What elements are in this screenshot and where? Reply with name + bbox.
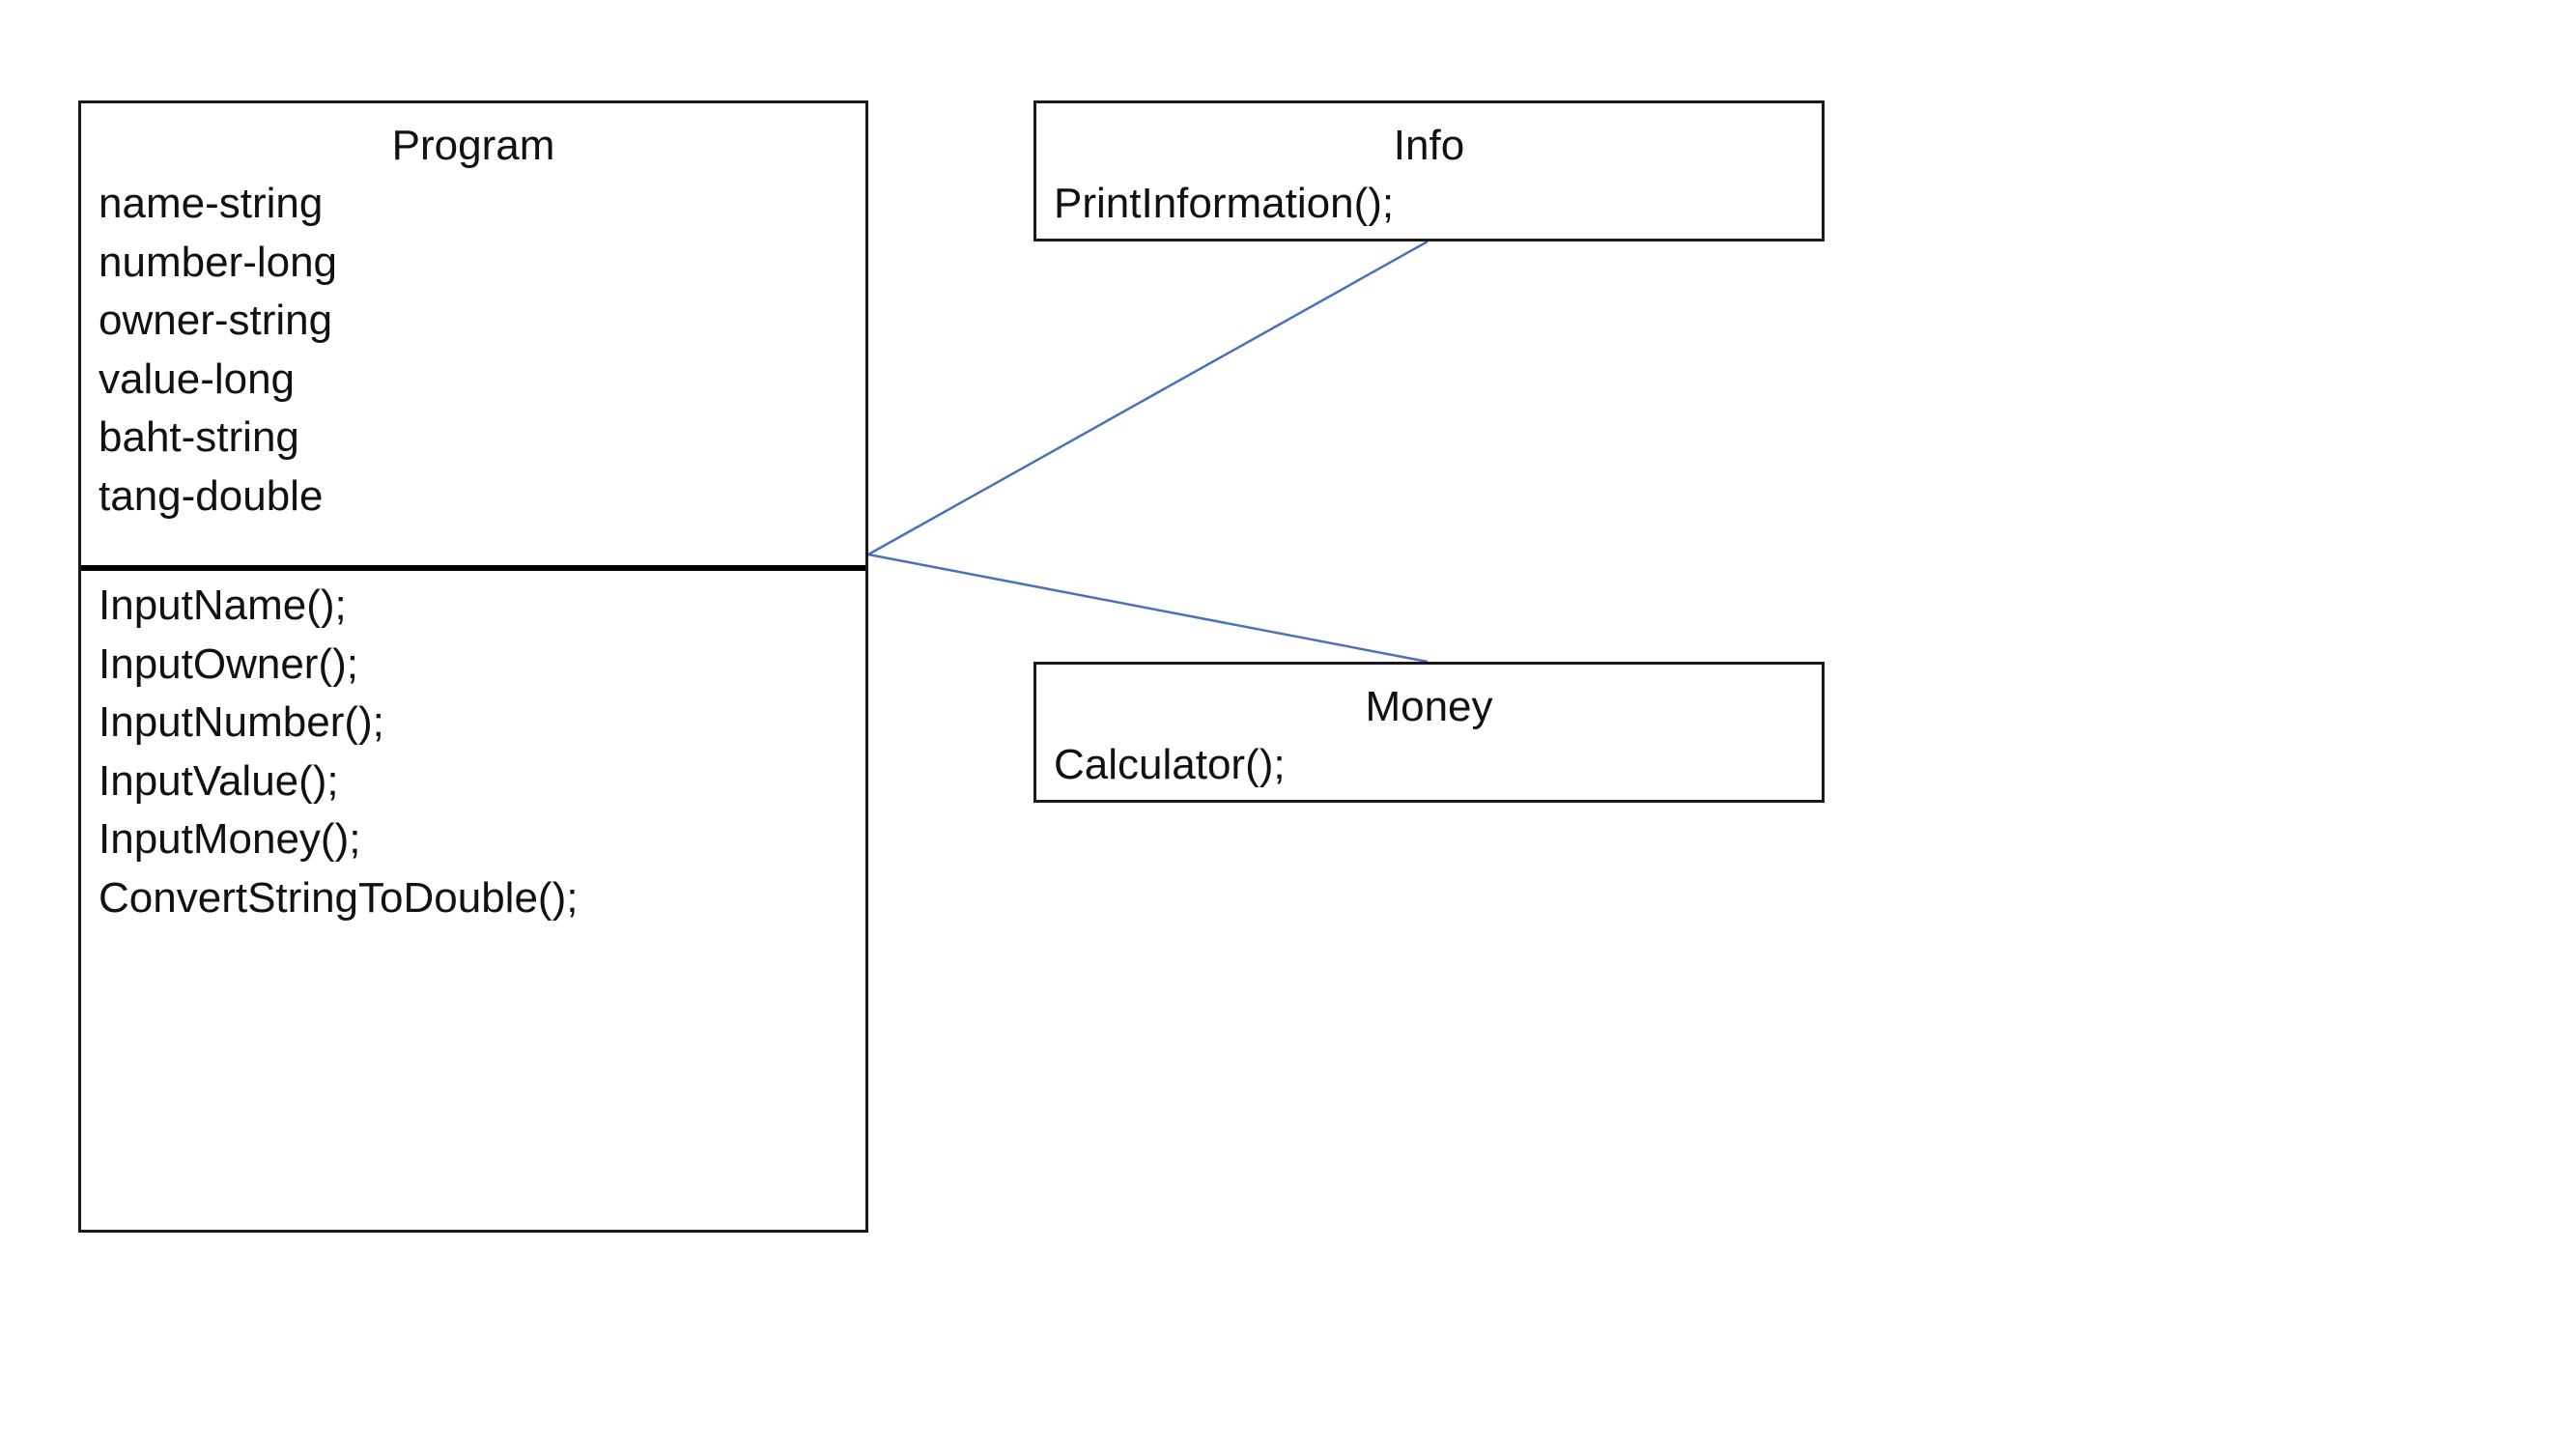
method-item: Calculator(); <box>1054 741 1286 788</box>
class-name-money: Money <box>1365 683 1493 730</box>
connector-program-info <box>867 240 1429 556</box>
attribute-item: name-string <box>99 180 324 227</box>
attribute-item: owner-string <box>99 297 333 344</box>
method-item: InputNumber(); <box>99 698 384 746</box>
attribute-item: number-long <box>99 238 338 286</box>
connector-program-money <box>867 553 1429 664</box>
class-section-divider <box>81 565 865 571</box>
class-box-info: Info PrintInformation(); <box>1033 100 1825 242</box>
method-item: InputOwner(); <box>99 639 358 688</box>
attribute-item: value-long <box>99 355 296 403</box>
method-item: InputName(); <box>99 582 347 629</box>
method-item: InputValue(); <box>99 756 339 805</box>
attribute-item: baht-string <box>99 413 299 461</box>
class-box-money: Money Calculator(); <box>1033 662 1825 803</box>
class-name-info: Info <box>1393 122 1465 169</box>
class-name-program: Program <box>391 122 555 169</box>
program-method-list: InputName(); InputOwner(); InputNumber()… <box>81 577 578 927</box>
class-box-program: Program name-string number-long owner-st… <box>78 100 868 1233</box>
method-item: PrintInformation(); <box>1054 180 1395 227</box>
attribute-item: tang-double <box>99 471 324 520</box>
program-attribute-list: name-string number-long owner-string val… <box>81 175 865 526</box>
method-item: ConvertStringToDouble(); <box>99 873 579 922</box>
method-item: InputMoney(); <box>99 815 361 863</box>
